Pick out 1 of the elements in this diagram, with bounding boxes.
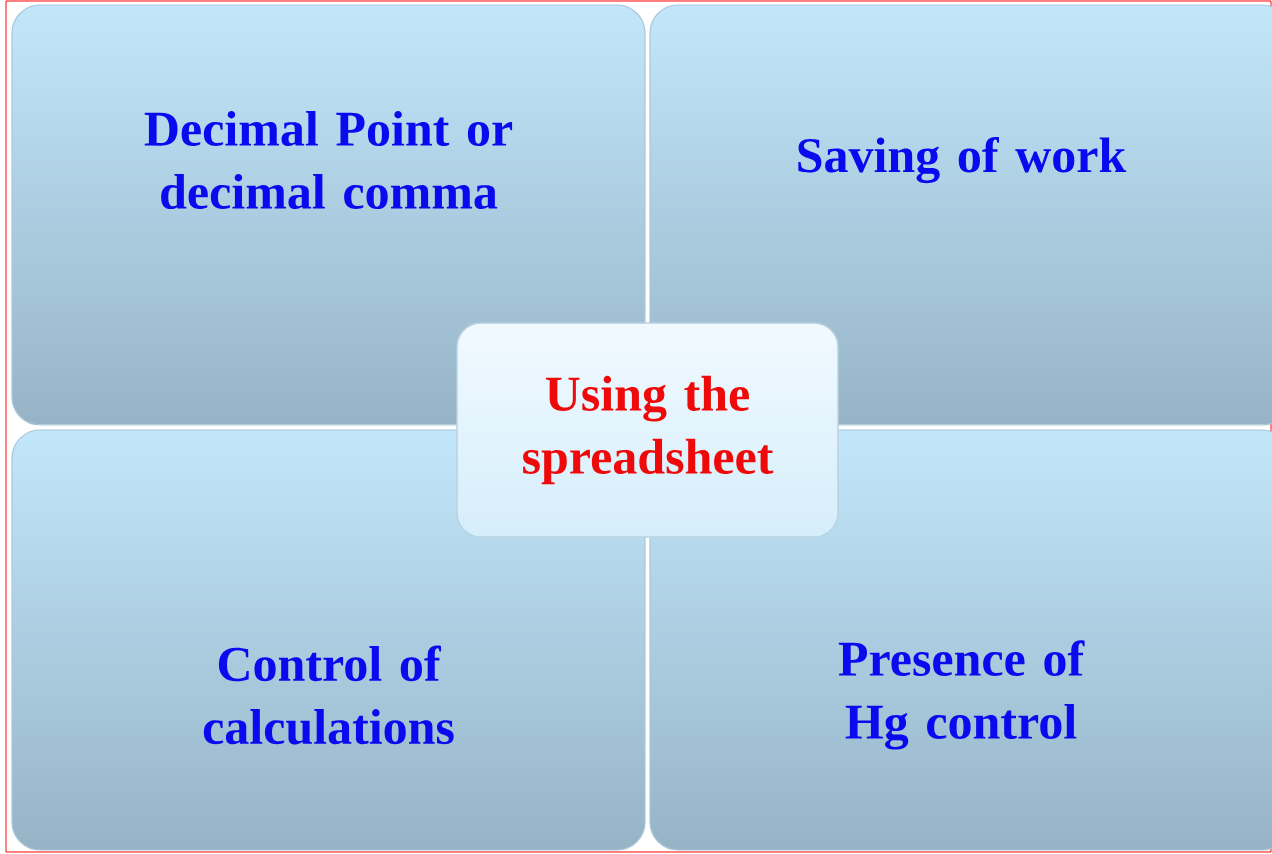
center-box: Using the spreadsheet xyxy=(456,322,839,538)
